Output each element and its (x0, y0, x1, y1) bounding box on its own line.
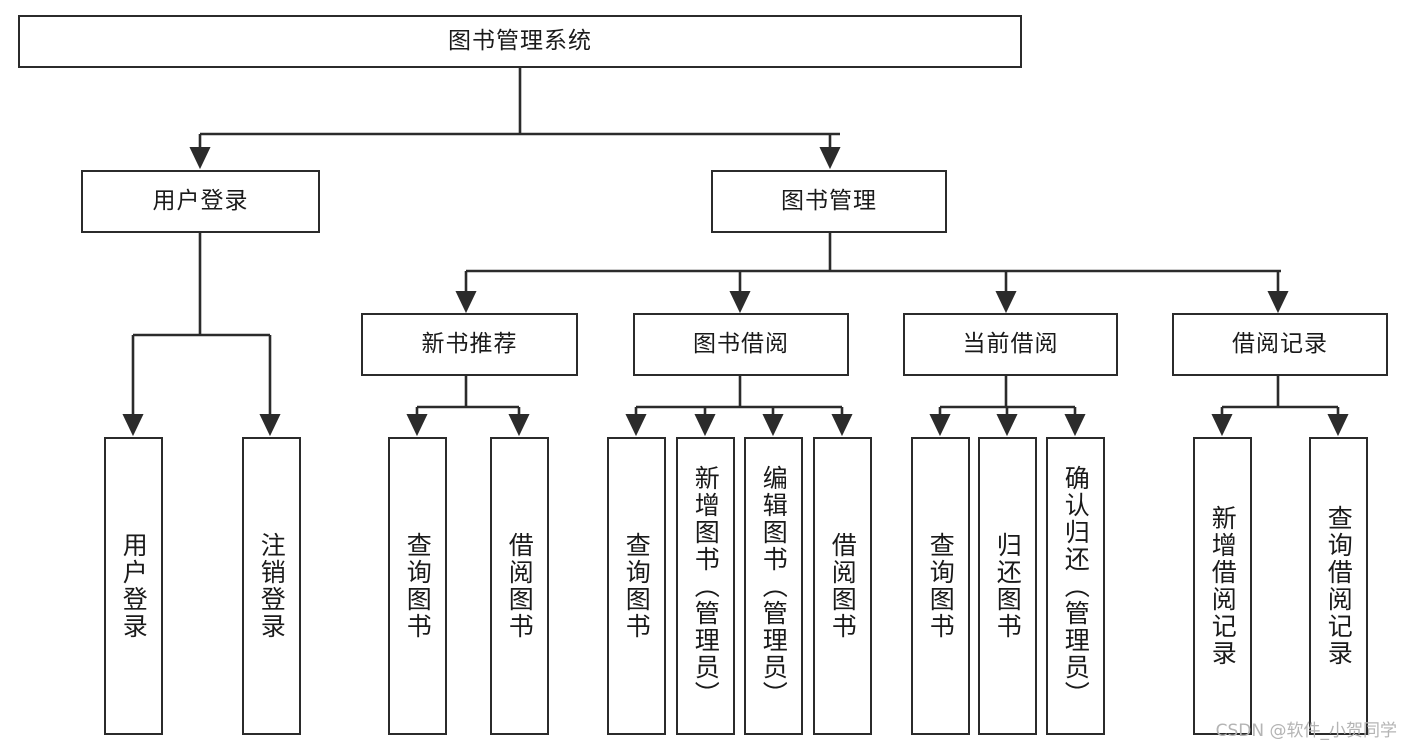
node-leaf-query-record-label: 查询借阅记录 (1324, 505, 1354, 667)
node-leaf-add-record-label: 新增借阅记录 (1208, 505, 1238, 667)
node-leaf-borrow-book-1-label: 借阅图书 (505, 532, 535, 640)
node-leaf-query-book-2-label: 查询图书 (622, 532, 652, 640)
node-book-manage[interactable]: 图书管理 (711, 170, 947, 233)
node-leaf-query-book-1-label: 查询图书 (403, 532, 433, 640)
node-user-login[interactable]: 用户登录 (81, 170, 320, 233)
node-leaf-user-login[interactable]: 用户登录 (104, 437, 163, 735)
node-leaf-logout-login-label: 注销登录 (257, 532, 287, 640)
node-root[interactable]: 图书管理系统 (18, 15, 1022, 68)
node-leaf-borrow-book-1[interactable]: 借阅图书 (490, 437, 549, 735)
node-current-borrow-label: 当前借阅 (962, 330, 1059, 357)
node-new-book-recommend-label: 新书推荐 (421, 330, 518, 357)
node-book-borrow[interactable]: 图书借阅 (633, 313, 849, 376)
node-leaf-confirm-return[interactable]: 确认归还（管理员） (1046, 437, 1105, 735)
node-leaf-edit-book[interactable]: 编辑图书（管理员） (744, 437, 803, 735)
node-leaf-add-book[interactable]: 新增图书（管理员） (676, 437, 735, 735)
node-leaf-borrow-book-2-label: 借阅图书 (828, 532, 858, 640)
node-leaf-query-book-3[interactable]: 查询图书 (911, 437, 970, 735)
node-leaf-add-book-label: 新增图书（管理员） (691, 464, 721, 708)
node-leaf-query-book-3-label: 查询图书 (926, 532, 956, 640)
node-borrow-record[interactable]: 借阅记录 (1172, 313, 1388, 376)
node-leaf-query-book-1[interactable]: 查询图书 (388, 437, 447, 735)
node-root-label: 图书管理系统 (448, 27, 592, 54)
node-current-borrow[interactable]: 当前借阅 (903, 313, 1118, 376)
node-leaf-logout-login[interactable]: 注销登录 (242, 437, 301, 735)
node-leaf-edit-book-label: 编辑图书（管理员） (759, 464, 789, 708)
node-borrow-record-label: 借阅记录 (1232, 330, 1328, 357)
node-leaf-borrow-book-2[interactable]: 借阅图书 (813, 437, 872, 735)
node-leaf-query-record[interactable]: 查询借阅记录 (1309, 437, 1368, 735)
node-leaf-query-book-2[interactable]: 查询图书 (607, 437, 666, 735)
node-leaf-confirm-return-label: 确认归还（管理员） (1061, 464, 1091, 708)
node-user-login-label: 用户登录 (152, 187, 249, 214)
node-book-manage-label: 图书管理 (781, 187, 877, 214)
node-new-book-recommend[interactable]: 新书推荐 (361, 313, 578, 376)
node-leaf-user-login-label: 用户登录 (119, 532, 149, 640)
node-book-borrow-label: 图书借阅 (693, 330, 789, 357)
node-leaf-add-record[interactable]: 新增借阅记录 (1193, 437, 1252, 735)
node-leaf-return-book-label: 归还图书 (993, 532, 1023, 640)
node-leaf-return-book[interactable]: 归还图书 (978, 437, 1037, 735)
